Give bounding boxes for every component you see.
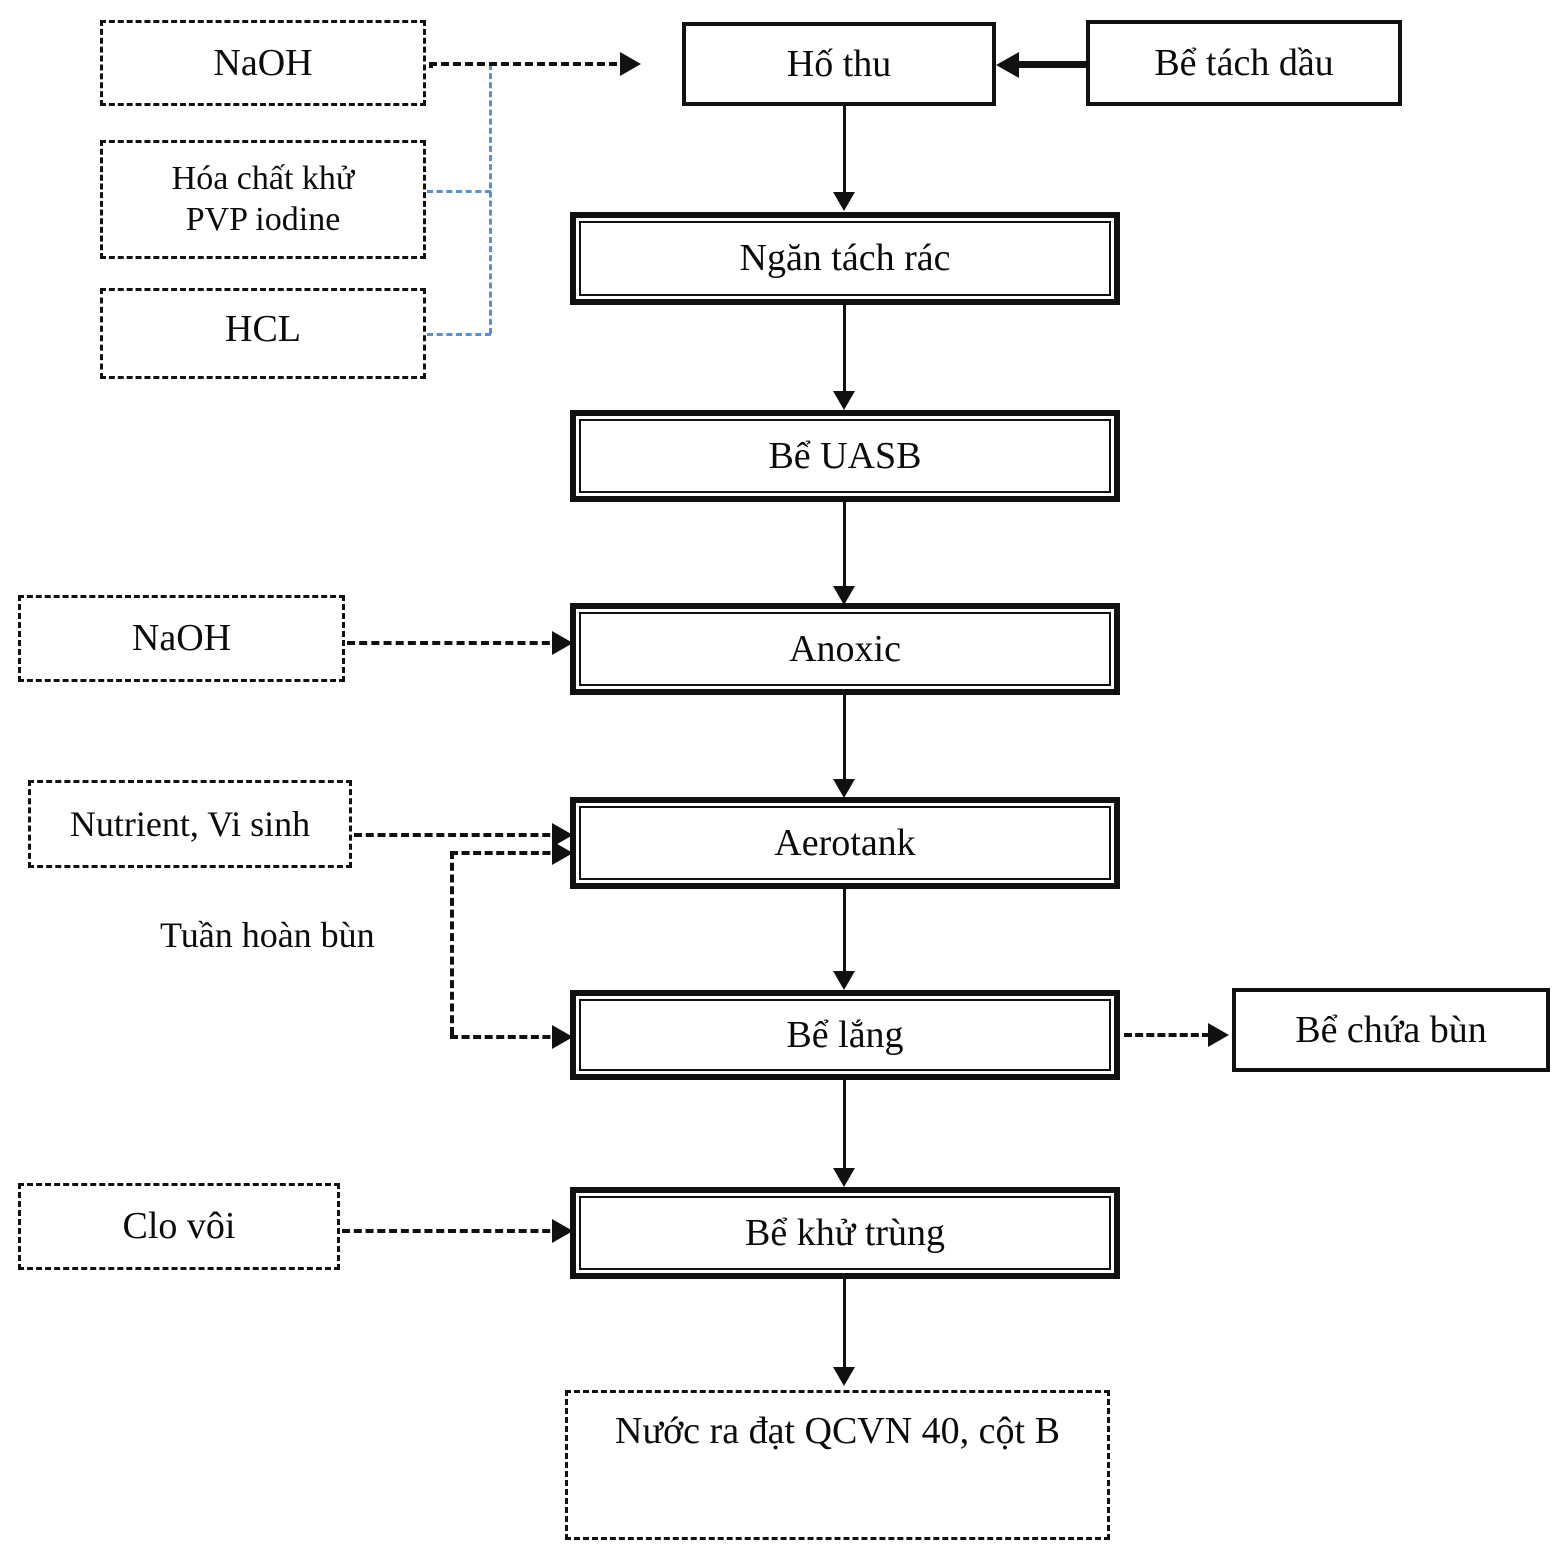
- node-pvp-iodine[interactable]: Hóa chất khử PVP iodine: [100, 140, 426, 259]
- edge-be-khu-trung-to-output: [843, 1279, 846, 1371]
- node-naoh-top[interactable]: NaOH: [100, 20, 426, 106]
- edge-anoxic-to-aerotank: [843, 695, 846, 783]
- node-ngan-tach-rac[interactable]: Ngăn tách rác: [570, 212, 1120, 305]
- node-label: Anoxic: [789, 627, 901, 670]
- node-ho-thu[interactable]: Hố thu: [682, 22, 996, 106]
- chemical-manifold-branch-hcl: [427, 333, 491, 336]
- arrowhead-naoh-top: [620, 52, 641, 76]
- chemical-manifold-trunk: [489, 64, 492, 334]
- node-label-output: Nước ra đạt QCVN 40, cột B: [605, 1409, 1070, 1454]
- node-label: Nutrient, Vi sinh: [69, 803, 311, 844]
- arrowhead-be-lang-recirculation-inlet: [552, 1025, 573, 1049]
- node-label: Bể tách dầu: [1154, 41, 1334, 84]
- output-label-standard: QCVN 40, cột B: [804, 1410, 1060, 1452]
- node-label: Bể UASB: [768, 434, 922, 477]
- node-label: Aerotank: [774, 821, 916, 864]
- edge-aerotank-to-be-lang: [843, 889, 846, 975]
- node-label: Clo vôi: [122, 1205, 236, 1248]
- edge-ngan-tach-rac-to-be-uasb: [843, 305, 846, 395]
- arrowhead-be-khu-trung: [833, 1168, 855, 1187]
- arrowhead-anoxic: [833, 586, 855, 605]
- arrowhead-aerotank-recirculation-inlet: [552, 841, 573, 865]
- edge-clo-voi-to-be-khu-trung: [342, 1229, 562, 1233]
- node-label: Ngăn tách rác: [739, 237, 951, 280]
- node-label: Bể lắng: [786, 1013, 904, 1056]
- arrowhead-be-uasb: [833, 391, 855, 410]
- arrowhead-be-khu-trung-chemical-inlet: [552, 1219, 573, 1243]
- arrowhead-ho-thu-inlet: [996, 52, 1019, 78]
- node-label: Bể chứa bùn: [1295, 1008, 1487, 1051]
- edge-naoh-mid-to-anoxic: [347, 641, 562, 645]
- edge-nutrient-to-aerotank: [354, 833, 562, 837]
- edge-recirculation-riser: [450, 851, 454, 1035]
- node-be-lang[interactable]: Bể lắng: [570, 990, 1120, 1080]
- arrowhead-output: [833, 1367, 855, 1386]
- edge-be-lang-to-be-khu-trung: [843, 1080, 846, 1172]
- node-hcl[interactable]: HCL: [100, 288, 426, 379]
- output-label-plain: Nước ra đạt: [615, 1410, 805, 1452]
- node-label: NaOH: [213, 41, 313, 84]
- edge-be-tach-dau-to-ho-thu: [1018, 61, 1088, 68]
- node-anoxic[interactable]: Anoxic: [570, 603, 1120, 695]
- node-label: HCL: [225, 308, 301, 350]
- edge-recirculation-top: [450, 851, 562, 855]
- edge-recirculation-bottom: [450, 1035, 562, 1039]
- node-nutrient-vi-sinh[interactable]: Nutrient, Vi sinh: [28, 780, 352, 868]
- node-label: Hố thu: [786, 42, 892, 85]
- node-be-uasb[interactable]: Bể UASB: [570, 410, 1120, 502]
- arrowhead-aerotank: [833, 779, 855, 798]
- edge-be-lang-to-be-chua-bun: [1124, 1033, 1210, 1037]
- arrowhead-anoxic-chemical-inlet: [552, 631, 573, 655]
- arrowhead-be-chua-bun: [1208, 1023, 1229, 1047]
- node-label: Hóa chất khử PVP iodine: [171, 160, 355, 238]
- node-be-chua-bun[interactable]: Bể chứa bùn: [1232, 988, 1550, 1072]
- chemical-manifold-branch-pvp: [427, 190, 491, 193]
- node-be-tach-dau[interactable]: Bể tách dầu: [1086, 20, 1402, 106]
- node-label: NaOH: [131, 617, 232, 660]
- node-naoh-mid[interactable]: NaOH: [18, 595, 345, 682]
- arrowhead-be-lang: [833, 971, 855, 990]
- node-output-quality[interactable]: Nước ra đạt QCVN 40, cột B: [565, 1390, 1110, 1540]
- node-aerotank[interactable]: Aerotank: [570, 797, 1120, 889]
- node-clo-voi[interactable]: Clo vôi: [18, 1183, 340, 1270]
- node-label: Bể khử trùng: [744, 1211, 946, 1254]
- node-be-khu-trung[interactable]: Bể khử trùng: [570, 1187, 1120, 1279]
- caption-tuan-hoan-bun: Tuần hoàn bùn: [160, 915, 375, 955]
- arrowhead-ngan-tach-rac: [833, 192, 855, 211]
- edge-ho-thu-to-ngan-tach-rac: [843, 106, 846, 196]
- edge-be-uasb-to-anoxic: [843, 502, 846, 590]
- edge-naoh-top-to-ho-thu: [429, 62, 629, 66]
